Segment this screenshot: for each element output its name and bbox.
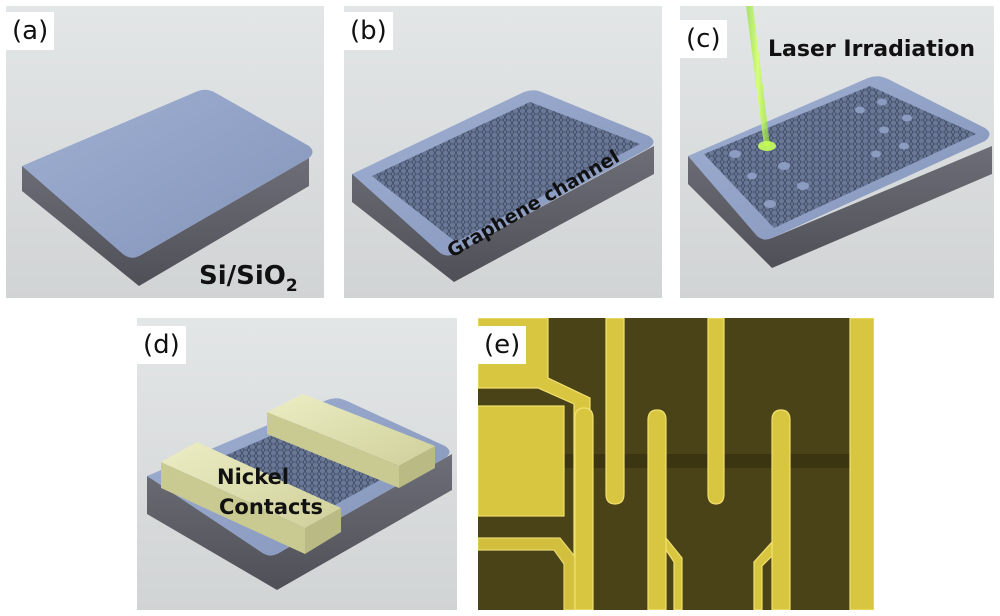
laser-ablated-holes — [729, 98, 912, 208]
caption-laser-irradiation: Laser Irradiation — [768, 37, 975, 62]
panel-b: Graphene channel (b) — [344, 6, 662, 298]
panel-label-d: (d) — [137, 326, 186, 364]
graphene-illustration-b: Graphene channel — [344, 6, 662, 298]
graphene-sheet — [704, 86, 976, 228]
substrate-side — [352, 146, 654, 282]
substrate-illustration-a: Si/SiO2 — [6, 6, 324, 298]
gold-electrodes — [478, 318, 874, 610]
optical-micrograph-e — [478, 318, 874, 610]
panel-label-e: (e) — [478, 326, 527, 364]
panel-label-c: (c) — [680, 20, 727, 58]
panel-label-a: (a) — [6, 12, 55, 50]
panel-d: Nickel Contacts (d) — [137, 318, 457, 610]
panel-c: Laser Irradiation (c) — [680, 6, 994, 298]
contacts-illustration-d: Nickel Contacts — [137, 318, 457, 610]
caption-nickel: Nickel — [217, 465, 289, 489]
laser-beam — [746, 6, 770, 146]
substrate-top — [22, 89, 313, 258]
nickel-contact-back — [267, 394, 435, 488]
laser-illustration-c: Laser Irradiation — [680, 6, 994, 298]
substrate-side — [147, 454, 452, 590]
panel-e: (e) — [478, 318, 874, 610]
substrate-side — [22, 158, 309, 286]
caption-contacts: Contacts — [219, 495, 323, 519]
panel-label-b: (b) — [344, 12, 393, 50]
nickel-contact-front — [161, 442, 341, 554]
panel-a: Si/SiO2 (a) — [6, 6, 324, 298]
laser-spot — [758, 141, 776, 151]
caption-si-sio2: Si/SiO2 — [199, 261, 298, 296]
graphene-sheet — [372, 102, 640, 242]
